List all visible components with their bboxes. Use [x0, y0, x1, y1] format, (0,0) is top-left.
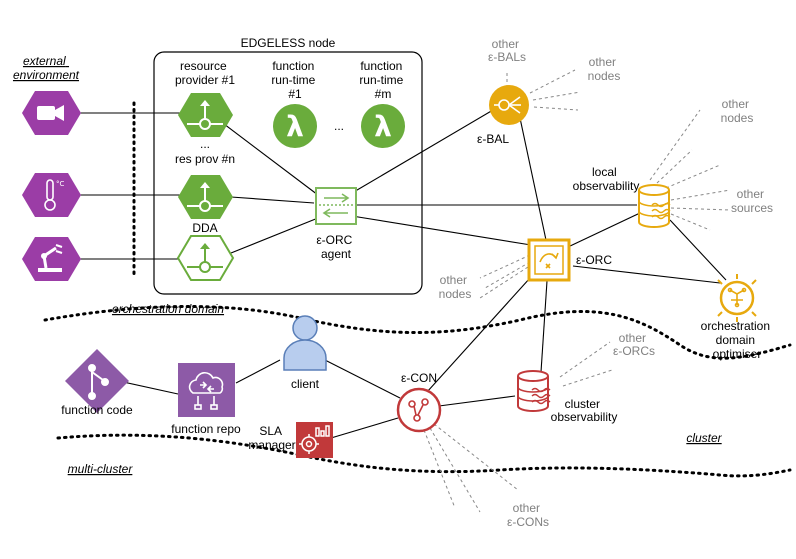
robot-arm-icon [38, 244, 63, 272]
function-runtime-m: λ [361, 104, 405, 148]
optimiser-label: orchestration domain optimiser [701, 319, 774, 361]
bal-label: ε-BAL [477, 132, 509, 146]
camera-device [22, 91, 81, 135]
bal-icon [494, 96, 521, 114]
con-label: ε-CON [401, 371, 437, 385]
client-label: client [291, 377, 320, 391]
function-repo [178, 363, 235, 417]
actuator-icon [187, 100, 223, 130]
bal-node [489, 85, 529, 125]
obs-other-nodes-label: other nodes [721, 97, 754, 125]
orchestration-domain-boundary [43, 305, 792, 360]
lambda-icon: λ [286, 110, 304, 143]
provider-ellipsis: ... [200, 137, 210, 151]
cluster-boundary [56, 433, 792, 478]
orchestration-domain-label: orchestration domain [112, 302, 224, 316]
orc-node [527, 238, 571, 282]
con-icon [408, 398, 429, 422]
function-repo-label: function repo [171, 422, 241, 436]
cluster-label: cluster [686, 431, 722, 445]
function-code [65, 349, 129, 413]
cluster-observability-label: cluster observability [551, 397, 618, 424]
sla-icon [299, 425, 330, 454]
other-orcs-label: other ε-ORCs [613, 331, 655, 358]
brain-icon [727, 287, 747, 308]
resource-provider-n [178, 175, 233, 219]
cluster-observability-db [517, 370, 551, 412]
other-bals-label: other ε-BALs [488, 37, 526, 64]
actuator-icon [187, 182, 223, 212]
actuator-icon [187, 243, 223, 273]
database-icon [531, 387, 551, 405]
thermometer-device: °C [22, 173, 81, 217]
orc-agent-label: ε-ORC agent [316, 233, 355, 261]
resource-provider-1 [178, 93, 233, 137]
local-observability-db [638, 184, 671, 228]
function-code-label: function code [61, 403, 133, 417]
orchestration-optimiser [717, 274, 757, 322]
function-runtime-m-label: function run-time #m [359, 59, 406, 101]
robot-arm-device [22, 237, 81, 281]
multi-cluster-label: multi-cluster [68, 462, 134, 476]
local-observability-label: local observability [573, 165, 640, 193]
video-camera-icon [37, 105, 64, 121]
sla-manager-label: SLA manager [248, 424, 295, 452]
user-icon [283, 315, 327, 371]
runtime-ellipsis: ... [334, 119, 344, 133]
lambda-icon: λ [374, 110, 392, 143]
obs-other-sources-label: other sources [731, 187, 773, 215]
node-title: EDGELESS node [241, 36, 336, 50]
orc-agent-icon [319, 193, 353, 218]
dda-label: DDA [192, 221, 217, 235]
sla-manager [296, 422, 333, 458]
dda-provider [176, 235, 235, 281]
function-runtime-1: λ [273, 104, 317, 148]
bal-other-nodes-label: other nodes [588, 55, 621, 83]
thermometer-icon: °C [44, 179, 65, 211]
orc-icon [539, 252, 559, 269]
orc-label: ε-ORC [576, 253, 612, 267]
resource-provider-1-label: resource provider #1 [175, 59, 235, 87]
con-node [396, 387, 442, 433]
dashed-links [423, 69, 731, 513]
orc-other-nodes-label: other nodes [439, 273, 472, 301]
edgeless-node-box [153, 51, 423, 295]
orc-agent [315, 187, 357, 225]
res-prov-n-label: res prov #n [175, 152, 235, 166]
database-icon [651, 202, 671, 220]
function-runtime-1-label: function run-time #1 [271, 59, 318, 101]
external-environment-label: external environment [13, 54, 80, 82]
git-icon [88, 364, 109, 400]
svg-text:°C: °C [56, 180, 65, 188]
connections [79, 109, 727, 439]
cloud-repo-icon [188, 372, 224, 410]
other-cons-label: other ε-CONs [507, 501, 549, 529]
